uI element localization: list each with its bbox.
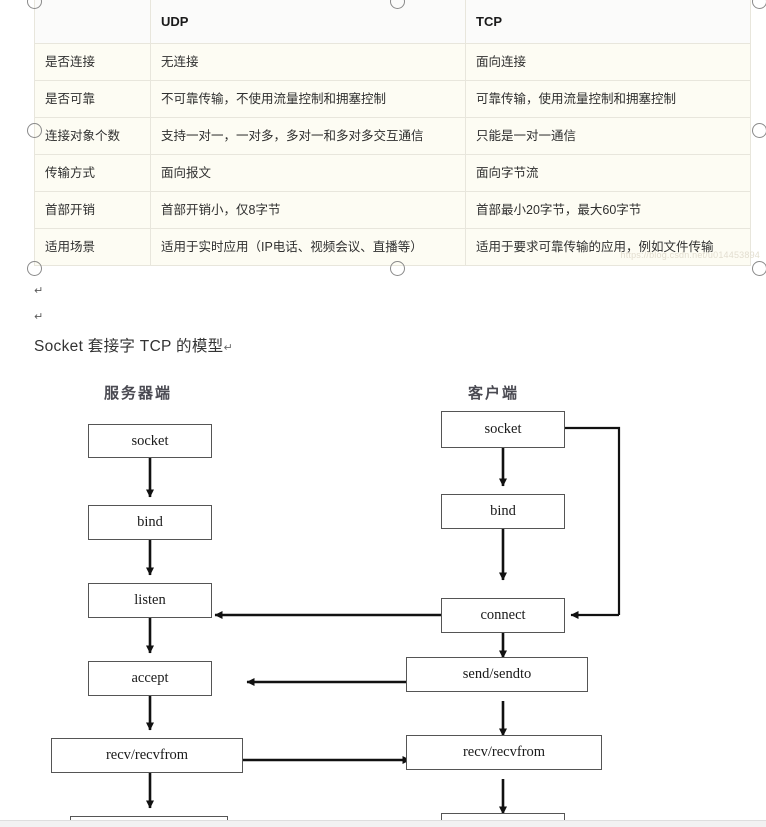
socket-tcp-flow-diagram[interactable]: 服务器端 客户端	[0, 370, 766, 827]
row-tcp-value: 首部最小20字节，最大60字节	[465, 191, 751, 229]
table-row: 连接对象个数 支持一对一，一对多，多对一和多对多交互通信 只能是一对一通信	[34, 117, 751, 155]
diagram-connectors	[146, 426, 621, 815]
row-label: 是否可靠	[34, 80, 151, 118]
paragraph-mark: ↵	[223, 342, 233, 354]
table-resize-handle-middle-right[interactable]	[752, 123, 766, 138]
diagram-node-server-listen[interactable]: listen	[88, 583, 212, 618]
diagram-node-client-socket[interactable]: socket	[441, 411, 565, 448]
row-udp-value: 无连接	[150, 43, 466, 81]
row-tcp-value: 适用于要求可靠传输的应用，例如文件传输	[465, 228, 751, 266]
header-cell-tcp: TCP	[465, 0, 751, 44]
row-udp-value: 首部开销小，仅8字节	[150, 191, 466, 229]
table-row: 首部开销 首部开销小，仅8字节 首部最小20字节，最大60字节	[34, 191, 751, 229]
table-resize-handle-bottom-center[interactable]	[390, 261, 405, 276]
row-udp-value: 适用于实时应用（IP电话、视频会议、直播等）	[150, 228, 466, 266]
diagram-server-title: 服务器端	[104, 386, 173, 402]
diagram-node-client-send[interactable]: send/sendto	[406, 657, 588, 692]
table-resize-handle-top-right[interactable]	[752, 0, 766, 9]
table-resize-handle-bottom-right[interactable]	[752, 261, 766, 276]
row-udp-value: 面向报文	[150, 154, 466, 192]
row-tcp-value: 可靠传输，使用流量控制和拥塞控制	[465, 80, 751, 118]
diagram-node-client-connect[interactable]: connect	[441, 598, 565, 633]
udp-tcp-comparison-table[interactable]: UDP TCP 是否连接 无连接 面向连接 是否可靠 不可靠传输，不使用流量控制…	[34, 0, 751, 266]
header-cell-udp: UDP	[150, 0, 466, 44]
comparison-table: UDP TCP 是否连接 无连接 面向连接 是否可靠 不可靠传输，不使用流量控制…	[34, 0, 751, 266]
diagram-node-server-recv[interactable]: recv/recvfrom	[51, 738, 243, 773]
row-tcp-value: 只能是一对一通信	[465, 117, 751, 155]
header-cell-blank	[34, 0, 151, 44]
diagram-node-server-accept[interactable]: accept	[88, 661, 212, 696]
table-resize-handle-bottom-left[interactable]	[27, 261, 42, 276]
table-row: 传输方式 面向报文 面向字节流	[34, 154, 751, 192]
diagram-node-client-recv[interactable]: recv/recvfrom	[406, 735, 602, 770]
row-label: 首部开销	[34, 191, 151, 229]
diagram-node-server-socket[interactable]: socket	[88, 424, 212, 458]
section-caption[interactable]: Socket 套接字 TCP 的模型↵	[34, 334, 233, 356]
diagram-node-server-bind[interactable]: bind	[88, 505, 212, 540]
section-caption-text: Socket 套接字 TCP 的模型	[34, 338, 224, 355]
diagram-node-client-bind[interactable]: bind	[441, 494, 565, 529]
row-label: 连接对象个数	[34, 117, 151, 155]
table-row: 是否可靠 不可靠传输，不使用流量控制和拥塞控制 可靠传输，使用流量控制和拥塞控制	[34, 80, 751, 118]
diagram-client-title: 客户端	[468, 386, 520, 402]
loop-client-socket-to-connect	[565, 426, 621, 615]
paragraph-mark: ↵	[34, 311, 44, 323]
paragraph-mark: ↵	[34, 285, 44, 297]
row-tcp-value: 面向连接	[465, 43, 751, 81]
row-label: 传输方式	[34, 154, 151, 192]
table-row: 是否连接 无连接 面向连接	[34, 43, 751, 81]
row-tcp-value: 面向字节流	[465, 154, 751, 192]
row-label: 是否连接	[34, 43, 151, 81]
row-label: 适用场景	[34, 228, 151, 266]
csdn-watermark: https://blog.csdn.net/u014453894	[620, 250, 760, 260]
row-udp-value: 支持一对一，一对多，多对一和多对多交互通信	[150, 117, 466, 155]
table-row: 适用场景 适用于实时应用（IP电话、视频会议、直播等） 适用于要求可靠传输的应用…	[34, 228, 751, 266]
viewport-bottom-edge	[0, 820, 766, 827]
row-udp-value: 不可靠传输，不使用流量控制和拥塞控制	[150, 80, 466, 118]
table-resize-handle-middle-left[interactable]	[27, 123, 42, 138]
